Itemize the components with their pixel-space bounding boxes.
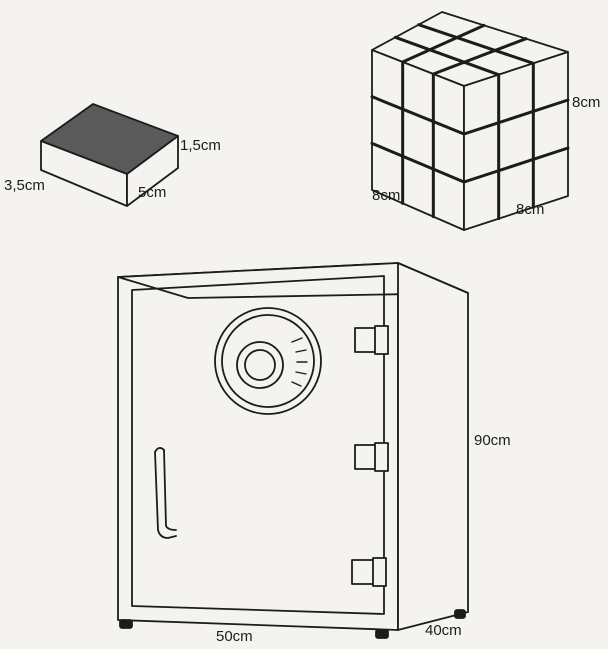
safe-side-face (397, 262, 469, 631)
combination-dial (214, 307, 322, 415)
cube-front-label: 8cm (372, 187, 401, 204)
cube-grid-line (417, 23, 535, 65)
cube-grid-line (393, 35, 501, 77)
safe-feet (119, 609, 466, 639)
safe-depth-label: 40cm (425, 622, 462, 639)
cube-side-label: 8cm (516, 201, 545, 218)
eraser-height-label: 1,5cm (180, 137, 221, 154)
eraser-box (40, 103, 179, 207)
safe-height-label: 90cm (474, 432, 511, 449)
cube-grid-line (431, 37, 528, 76)
eraser-width-label: 3,5cm (4, 177, 45, 194)
cube-height-label: 8cm (572, 94, 601, 111)
cube-3x3 (370, 11, 570, 231)
safe-hinges (351, 325, 389, 587)
cube-grid-line (462, 98, 570, 136)
cube-grid-line (462, 146, 570, 184)
eraser-side-face (126, 135, 179, 207)
cube-grid-line (370, 141, 466, 184)
safe (117, 262, 469, 639)
cube-grid-line (401, 23, 486, 64)
cube-grid-lines (370, 23, 570, 221)
eraser-length-label: 5cm (138, 184, 167, 201)
cube-grid-line (370, 95, 466, 136)
safe-handle (154, 447, 177, 539)
safe-door (131, 275, 385, 615)
safe-width-label: 50cm (216, 628, 253, 645)
